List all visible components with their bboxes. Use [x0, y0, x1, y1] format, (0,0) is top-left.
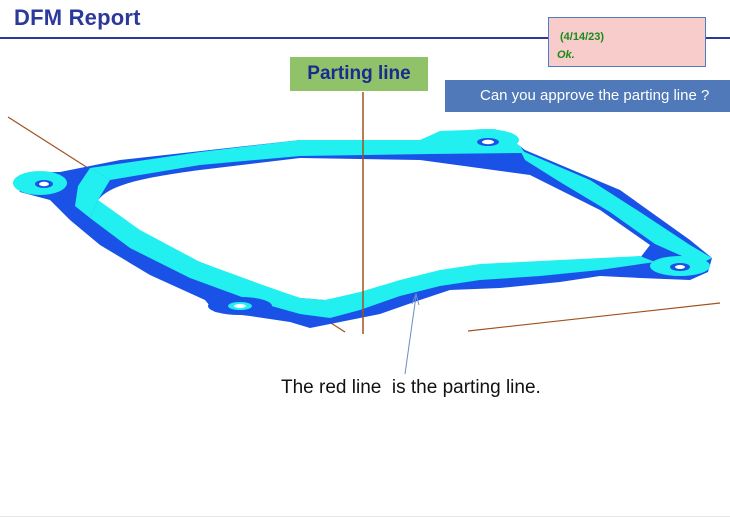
caption-leader-arrowhead: [411, 292, 420, 306]
caption-leader-line: [404, 295, 417, 375]
parting-line-label: Parting line: [290, 57, 428, 91]
review-date: (4/14/23): [560, 31, 605, 43]
parting-line-caption: The red line is the parting line.: [281, 377, 541, 398]
footer-divider: [0, 516, 730, 517]
mounting-lug-top: [451, 129, 519, 151]
review-note: (4/14/23) Ok.: [548, 17, 706, 67]
mounting-lug-bottom: [208, 297, 272, 315]
part-top-surface: [75, 129, 712, 318]
right-reference-line: [467, 302, 721, 332]
report-title: DFM Report: [14, 5, 141, 30]
review-status: Ok.: [557, 49, 575, 61]
approval-question-banner: Can you approve the parting line ?: [445, 80, 730, 112]
mounting-lug-left: [13, 171, 67, 195]
mounting-lug-right: [650, 256, 710, 276]
title-divider: [0, 37, 730, 39]
